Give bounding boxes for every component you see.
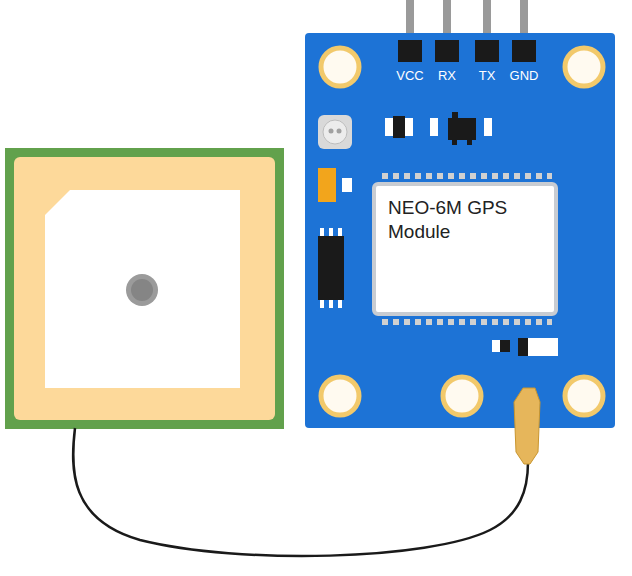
- antenna-base: [5, 148, 284, 429]
- antenna-patch: [45, 190, 240, 388]
- chip-leg: [452, 112, 458, 118]
- chip-leg: [338, 228, 342, 236]
- diode: [393, 116, 405, 138]
- diode: [500, 340, 510, 352]
- antenna-cable: [73, 428, 528, 556]
- antenna-ceramic: [14, 157, 275, 420]
- pin-name: RX: [438, 68, 456, 83]
- mounting-hole: [565, 48, 603, 86]
- chip-leg: [329, 300, 333, 308]
- capacitor-band: [518, 338, 528, 356]
- pin-block: [475, 40, 499, 62]
- regulator-chip: [448, 118, 476, 140]
- chip-leg: [452, 140, 457, 145]
- capacitor: [518, 338, 558, 356]
- circuit-board: [305, 33, 615, 428]
- chip-leg: [320, 228, 324, 236]
- antenna-feed-center: [131, 279, 153, 301]
- gps-chip: NEO-6M GPS Module: [372, 182, 558, 316]
- dot: [337, 129, 342, 134]
- resistor: [492, 340, 500, 352]
- mounting-hole: [443, 377, 481, 415]
- header-blocks: [398, 40, 536, 62]
- resistor: [385, 118, 393, 136]
- antenna-feed: [126, 274, 158, 306]
- pin-block: [512, 40, 536, 62]
- mounting-hole: [321, 48, 359, 86]
- battery: [318, 115, 352, 149]
- chip-label: NEO-6M GPS Module: [388, 196, 528, 244]
- memory-chip: [318, 236, 344, 300]
- pin-name: GND: [510, 68, 539, 83]
- chip-leg: [320, 300, 324, 308]
- pad-row: [382, 173, 552, 179]
- chip-leg: [329, 228, 333, 236]
- pin-block: [435, 40, 459, 62]
- pin-block: [398, 40, 422, 62]
- resistor: [342, 178, 352, 192]
- chip-leg: [467, 140, 472, 145]
- mounting-hole: [321, 377, 359, 415]
- components: [318, 112, 558, 356]
- dot: [329, 129, 334, 134]
- chip-leg: [338, 300, 342, 308]
- resistor: [484, 118, 492, 136]
- pin-name: VCC: [396, 68, 423, 83]
- mounting-hole: [565, 377, 603, 415]
- resistor: [405, 118, 413, 136]
- resistor: [430, 118, 438, 136]
- ufl-connector: [514, 388, 540, 464]
- capacitor: [318, 168, 336, 202]
- pin-name: TX: [479, 68, 496, 83]
- mounting-holes: [321, 48, 603, 415]
- pad-row: [382, 319, 552, 325]
- battery-top: [323, 120, 347, 144]
